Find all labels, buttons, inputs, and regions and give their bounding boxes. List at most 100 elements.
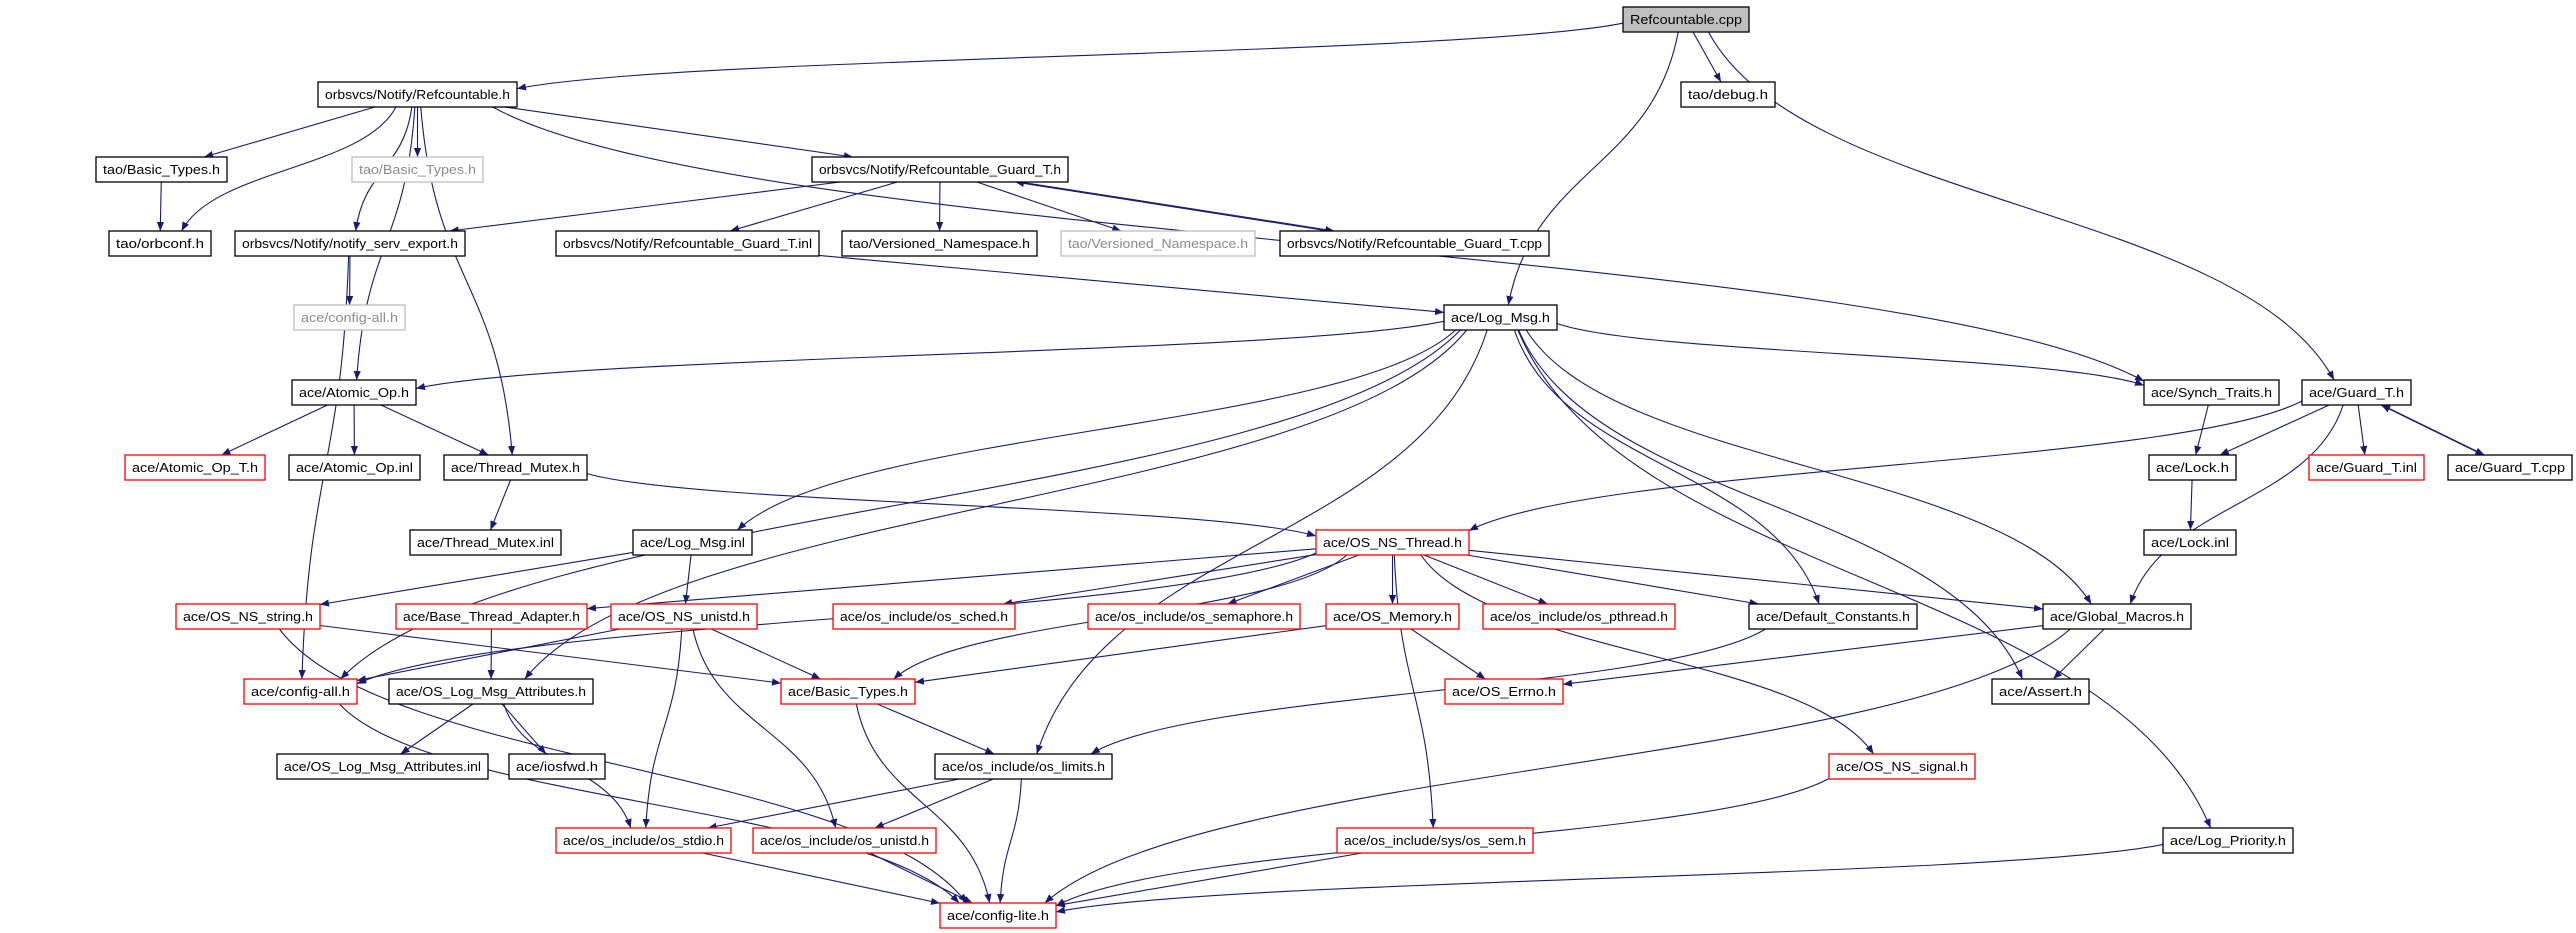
edge-osthread-to-bta	[586, 548, 1317, 612]
node-box	[2042, 603, 2192, 630]
node-ace-log-priority-h[interactable]: ace/Log_Priority.h	[2162, 827, 2294, 854]
edge-gmacros-to-assert	[2052, 628, 2105, 680]
edge-taobt-to-orbconf	[156, 181, 165, 232]
node-box	[1060, 230, 1256, 257]
node-box	[1325, 603, 1460, 630]
edge-osunistdh-to-cfglite	[869, 852, 973, 904]
node-ace-os-include-sys-os-sem-h[interactable]: ace/os_include/sys/os_sem.h	[1336, 827, 1534, 854]
node-box	[175, 603, 321, 630]
node-ace-atomic-op-inl[interactable]: ace/Atomic_Op.inl	[288, 454, 421, 481]
node-label: ace/config-lite.h	[947, 908, 1049, 923]
edge-osunistd-to-osstdio	[642, 628, 683, 829]
node-ace-os-log-msg-attributes-inl[interactable]: ace/OS_Log_Msg_Attributes.inl	[276, 753, 489, 780]
edge-acebt-to-cfglite	[855, 703, 992, 904]
node-tao-basic-types-h[interactable]: tao/Basic_Types.h	[351, 156, 484, 183]
node-ace-os-ns-thread-h[interactable]: ace/OS_NS_Thread.h	[1315, 529, 1470, 556]
edge-rgtcpp-to-rgth	[1014, 179, 1329, 232]
node-ace-os-errno-h[interactable]: ace/OS_Errno.h	[1444, 678, 1564, 705]
node-orbsvcs-notify-refcountable-guard-t-inl[interactable]: orbsvcs/Notify/Refcountable_Guard_T.inl	[555, 230, 820, 257]
edge-osstdio-to-cfglite	[702, 852, 941, 905]
node-box	[1279, 230, 1550, 257]
node-ace-log-msg-inl[interactable]: ace/Log_Msg.inl	[632, 529, 753, 556]
node-ace-basic-types-h[interactable]: ace/Basic_Types.h	[780, 678, 916, 705]
node-box	[841, 230, 1038, 257]
node-refcountable-cpp[interactable]: Refcountable.cpp	[1622, 6, 1750, 33]
edge-osthread-to-ossem	[1393, 554, 1437, 829]
node-box	[288, 454, 421, 481]
node-ace-os-include-os-limits-h[interactable]: ace/os_include/os_limits.h	[934, 753, 1113, 780]
node-ace-base-thread-adapter-h[interactable]: ace/Base_Thread_Adapter.h	[395, 603, 588, 630]
node-ace-os-ns-unistd-h[interactable]: ace/OS_NS_unistd.h	[610, 603, 758, 630]
node-label: ace/OS_Log_Msg_Attributes.inl	[284, 759, 481, 774]
node-ace-os-ns-signal-h[interactable]: ace/OS_NS_signal.h	[1828, 753, 1976, 780]
node-ace-os-memory-h[interactable]: ace/OS_Memory.h	[1325, 603, 1460, 630]
node-box	[939, 902, 1057, 929]
node-ace-thread-mutex-h[interactable]: ace/Thread_Mutex.h	[443, 454, 588, 481]
node-tao-versioned-namespace-h[interactable]: tao/Versioned_Namespace.h	[1060, 230, 1256, 257]
edge-rgth-to-rgtinl	[729, 181, 898, 232]
node-label: ace/Guard_T.inl	[2316, 460, 2417, 475]
node-label: ace/OS_NS_unistd.h	[618, 609, 750, 624]
node-ace-config-all-h[interactable]: ace/config-all.h	[293, 304, 406, 331]
node-ace-lock-h[interactable]: ace/Lock.h	[2148, 454, 2237, 481]
node-ace-synch-traits-h[interactable]: ace/Synch_Traits.h	[2143, 379, 2280, 406]
node-orbsvcs-notify-refcountable-guard-t-h[interactable]: orbsvcs/Notify/Refcountable_Guard_T.h	[811, 156, 1069, 183]
node-ace-os-include-os-semaphore-h[interactable]: ace/os_include/os_semaphore.h	[1087, 603, 1301, 630]
node-ace-atomic-op-h[interactable]: ace/Atomic_Op.h	[291, 379, 417, 406]
node-ace-assert-h[interactable]: ace/Assert.h	[1991, 678, 2090, 705]
node-label: orbsvcs/Notify/Refcountable_Guard_T.inl	[563, 236, 812, 251]
node-ace-os-log-msg-attributes-h[interactable]: ace/OS_Log_Msg_Attributes.h	[388, 678, 594, 705]
node-ace-guard-t-cpp[interactable]: ace/Guard_T.cpp	[2447, 454, 2573, 481]
edge-guardh-to-lock	[2219, 404, 2330, 456]
node-ace-global-macros-h[interactable]: ace/Global_Macros.h	[2042, 603, 2192, 630]
node-label: orbsvcs/Notify/notify_serv_export.h	[242, 236, 458, 251]
node-orbsvcs-notify-refcountable-guard-t-cpp[interactable]: orbsvcs/Notify/Refcountable_Guard_T.cpp	[1279, 230, 1550, 257]
edge-logmsg-to-assert	[1518, 329, 2023, 680]
node-ace-os-include-os-unistd-h[interactable]: ace/os_include/os_unistd.h	[752, 827, 937, 854]
node-orbsvcs-notify-notify-serv-export-h[interactable]: orbsvcs/Notify/notify_serv_export.h	[234, 230, 466, 257]
edge-logprio-to-cfglite	[1055, 843, 2164, 914]
node-ace-default-constants-h[interactable]: ace/Default_Constants.h	[1748, 603, 1918, 630]
edge-defconst-to-oslimits	[1090, 628, 1766, 755]
node-box	[388, 678, 594, 705]
edge-osthread-to-gmacros	[1468, 549, 2044, 612]
node-ace-log-msg-h[interactable]: ace/Log_Msg.h	[1443, 304, 1558, 331]
node-ace-atomic-op-t-h[interactable]: ace/Atomic_Op_T.h	[124, 454, 266, 481]
node-box	[2301, 379, 2412, 406]
edge-osunistd-to-acebt	[711, 628, 821, 680]
node-box	[2447, 454, 2573, 481]
node-tao-orbconf-h[interactable]: tao/orbconf.h	[108, 230, 212, 257]
node-ace-thread-mutex-inl[interactable]: ace/Thread_Mutex.inl	[409, 529, 562, 556]
node-ace-os-include-os-stdio-h[interactable]: ace/os_include/os_stdio.h	[555, 827, 732, 854]
node-label: ace/OS_NS_Thread.h	[1323, 535, 1462, 550]
node-ace-guard-t-inl[interactable]: ace/Guard_T.inl	[2308, 454, 2425, 481]
node-orbsvcs-notify-refcountable-h[interactable]: orbsvcs/Notify/Refcountable.h	[317, 81, 518, 108]
node-ace-os-include-os-pthread-h[interactable]: ace/os_include/os_pthread.h	[1482, 603, 1676, 630]
node-box	[395, 603, 588, 630]
node-ace-os-include-os-sched-h[interactable]: ace/os_include/os_sched.h	[832, 603, 1016, 630]
node-ace-lock-inl[interactable]: ace/Lock.inl	[2143, 529, 2237, 556]
node-label: ace/Guard_T.cpp	[2455, 460, 2565, 475]
node-tao-debug-h[interactable]: tao/debug.h	[1680, 81, 1776, 108]
node-ace-guard-t-h[interactable]: ace/Guard_T.h	[2301, 379, 2412, 406]
node-tao-basic-types-h[interactable]: tao/Basic_Types.h	[95, 156, 228, 183]
node-ace-config-all-h[interactable]: ace/config-all.h	[243, 678, 358, 705]
edge-refh-to-taobt	[204, 106, 375, 158]
node-ace-iosfwd-h[interactable]: ace/iosfwd.h	[508, 753, 606, 780]
node-label: ace/Lock.inl	[2151, 535, 2229, 550]
node-ace-config-lite-h[interactable]: ace/config-lite.h	[939, 902, 1057, 929]
node-label: ace/Guard_T.h	[2309, 385, 2404, 400]
node-box	[934, 753, 1113, 780]
node-label: ace/OS_NS_signal.h	[1836, 759, 1968, 774]
node-label: ace/os_include/os_pthread.h	[1490, 609, 1668, 624]
edge-cpp-to-refh	[516, 22, 1624, 91]
edge-osthread-to-ossched	[1003, 554, 1317, 607]
edge-osunistd-to-osunistdh	[692, 628, 838, 829]
node-label: tao/Versioned_Namespace.h	[1068, 236, 1248, 251]
node-tao-versioned-namespace-h[interactable]: tao/Versioned_Namespace.h	[841, 230, 1038, 257]
edge-rgth-to-vns2	[976, 181, 1122, 232]
edge-refh-to-rgth	[504, 106, 853, 160]
edge-osthread-to-ossema	[1227, 554, 1360, 605]
node-box	[1336, 827, 1534, 854]
node-ace-os-ns-string-h[interactable]: ace/OS_NS_string.h	[175, 603, 321, 630]
